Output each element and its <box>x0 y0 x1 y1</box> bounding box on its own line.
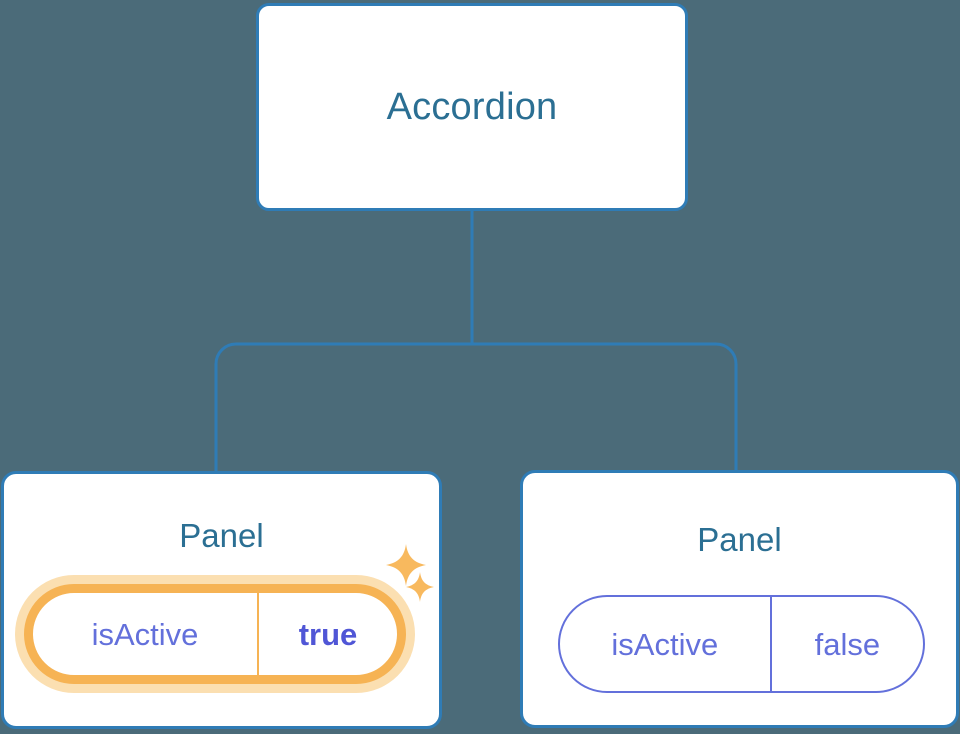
prop-value: false <box>814 626 881 662</box>
node-accordion-title: Accordion <box>386 86 558 128</box>
node-panel-0-title: Panel <box>179 517 264 554</box>
prop-value: true <box>298 616 358 652</box>
prop-pill-isactive-false[interactable]: isActive false <box>558 595 925 693</box>
node-panel-1[interactable]: Panel isActive false <box>520 470 959 728</box>
connector-branch-left <box>214 342 472 474</box>
node-accordion[interactable]: Accordion <box>256 3 688 211</box>
connector-branch-right <box>472 342 738 474</box>
prop-key: isActive <box>33 593 259 675</box>
node-panel-1-title: Panel <box>697 521 782 558</box>
node-panel-0[interactable]: Panel isActive true <box>1 471 442 729</box>
prop-key: isActive <box>560 597 772 691</box>
prop-pill-isactive-true[interactable]: isActive true <box>24 584 406 684</box>
